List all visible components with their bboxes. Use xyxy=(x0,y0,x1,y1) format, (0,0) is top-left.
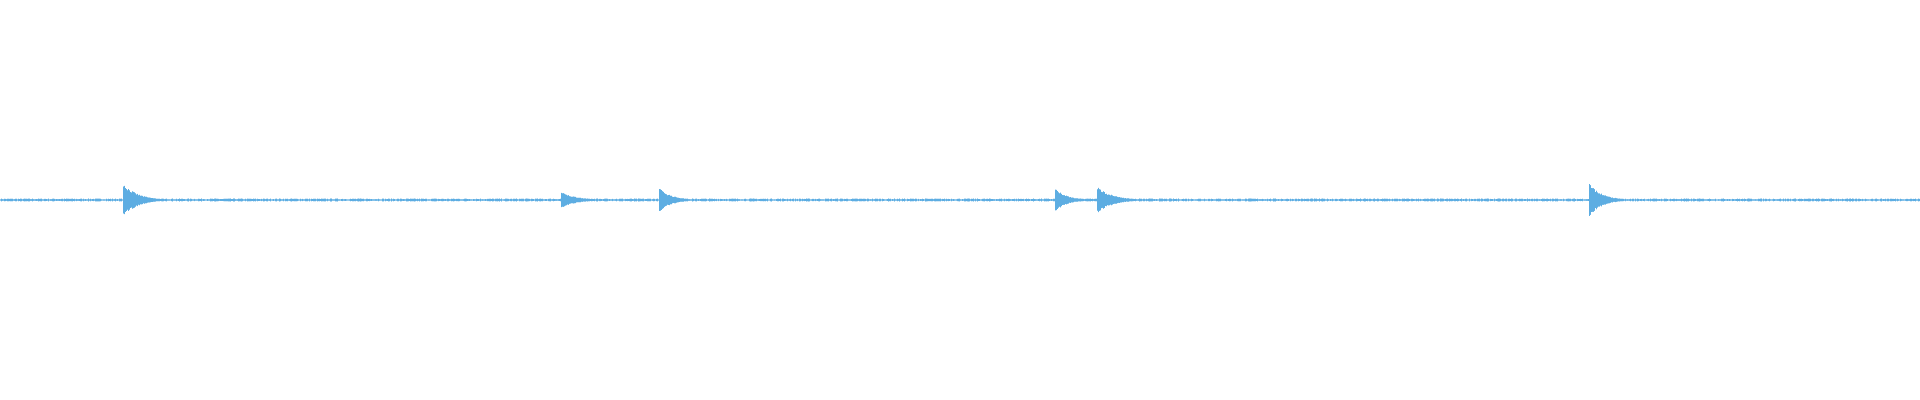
waveform-trace xyxy=(0,184,1920,216)
